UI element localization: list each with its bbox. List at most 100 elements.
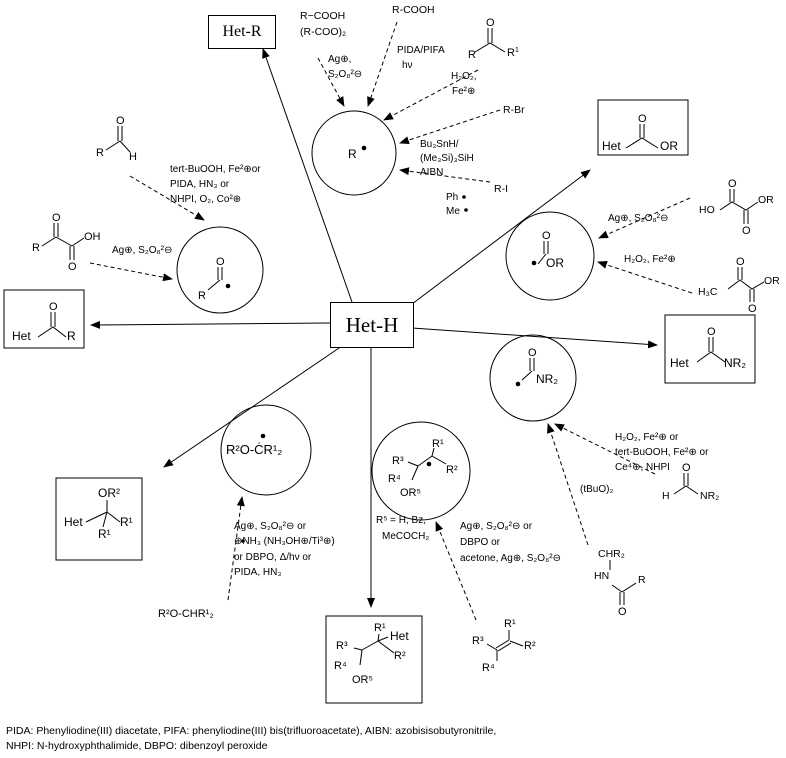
footnote-line-1: PIDA: Phenyliodine(III) diacetate, PIFA:… bbox=[6, 725, 497, 737]
ketone-product-o: O bbox=[49, 301, 58, 313]
alkene-bonds bbox=[486, 630, 524, 661]
ether-radical-dot bbox=[260, 433, 266, 439]
carbamoyl-radical-dot bbox=[515, 381, 521, 387]
ketoacid-bonds bbox=[41, 223, 85, 260]
hydroxyalkyl-conditions-3: acetone, Ag⊕, S₂O₈²⊖ bbox=[460, 553, 561, 564]
pyruvate-conditions: H₂O₂, Fe²⊕ bbox=[624, 254, 676, 265]
ketone-precursor-r: R bbox=[468, 49, 476, 61]
ether-product-or2: OR² bbox=[98, 486, 120, 500]
alkene-r3: R³ bbox=[472, 635, 484, 647]
pyruvate-bonds bbox=[727, 267, 765, 302]
tin-conditions-2: (Me₃Si)₃SiH bbox=[420, 153, 474, 164]
oxalate-o2: O bbox=[742, 225, 751, 237]
acid-conditions-1: Ag⊕, bbox=[328, 54, 352, 65]
acyl-radical-dot bbox=[225, 283, 231, 289]
dashed-ketone-to-alkyl bbox=[383, 69, 479, 121]
pyruvate-o2: O bbox=[748, 303, 757, 315]
hydroxyalkyl-radical-dot bbox=[426, 461, 432, 467]
peroxide-label: (tBuO)₂ bbox=[580, 484, 614, 495]
acyl-radical-bonds bbox=[207, 267, 223, 291]
ether-radical-label: R²O-ĊR¹₂ bbox=[226, 442, 283, 457]
het-r-box: Het-R bbox=[208, 15, 276, 49]
ketoacid-conditions: Ag⊕, S₂O₈²⊖ bbox=[112, 245, 173, 256]
ketone-conditions-1: H₂O₂, bbox=[451, 71, 477, 82]
pyruvate-or: OR bbox=[764, 275, 780, 287]
ether-conditions-1: Ag⊕, S₂O₈²⊖ or bbox=[234, 521, 307, 532]
ketone-precursor-o: O bbox=[486, 17, 495, 29]
ether-product-het: Het bbox=[64, 515, 83, 529]
tin-conditions-1: Bu₃SnH/ bbox=[420, 139, 459, 150]
hydroxyalkyl-r2: R² bbox=[446, 464, 458, 476]
acid-conditions-2: S₂O₈²⊖ bbox=[328, 69, 363, 80]
alkene-r2: R² bbox=[524, 640, 536, 652]
ketoacid-o1: O bbox=[52, 212, 61, 224]
oxalate-bonds bbox=[719, 189, 759, 224]
dashed-rcooh-to-alkyl bbox=[367, 21, 398, 107]
dashed-alkene-to-hydroxyalkyl bbox=[435, 521, 477, 621]
phenyl-radical-dot bbox=[462, 195, 466, 199]
aldehyde-h: H bbox=[129, 151, 137, 163]
rbr-label: R-Br bbox=[503, 104, 525, 116]
alkoxycarbonyl-radical-bonds bbox=[537, 241, 549, 265]
ether-conditions-2: ⊕NH₃ (NH₃OH⊕/Ti³⊕) bbox=[234, 536, 335, 547]
phenyl-radical: Ph bbox=[446, 192, 459, 203]
carbamate-hn: HN bbox=[594, 570, 610, 582]
dashed-formamide-to-carbamoyl bbox=[554, 423, 656, 475]
ri-label: R-I bbox=[494, 183, 508, 195]
alkoxycarbonyl-o: O bbox=[542, 230, 551, 242]
aldehyde-conditions-2: PIDA, HN₃ or bbox=[170, 179, 230, 190]
acid-source-1: R−COOH bbox=[300, 10, 346, 22]
alkoxycarbonyl-or: OR bbox=[546, 256, 564, 270]
ketone-product-box bbox=[3, 289, 85, 349]
ammonium-radical-dot bbox=[241, 539, 245, 543]
carbamoyl-radical-bonds bbox=[521, 358, 535, 381]
pida-conditions-1: PIDA/PIFA bbox=[397, 45, 445, 56]
hydroxyalkyl-r1: R¹ bbox=[432, 438, 444, 450]
methyl-radical-dot bbox=[464, 208, 468, 212]
ester-product-or: OR bbox=[660, 139, 678, 153]
rcooh-label: R-COOH bbox=[392, 4, 435, 16]
ether-product-r1a: R¹ bbox=[120, 515, 133, 529]
alcohol-product-box bbox=[325, 615, 423, 704]
footnote-line-2: NHPI: N-hydroxyphthalimide, DBPO: dibenz… bbox=[6, 740, 268, 752]
ester-product-o: O bbox=[638, 113, 647, 125]
dashed-rbr-to-alkyl bbox=[399, 109, 501, 144]
hydroxyalkyl-radical-bonds bbox=[407, 447, 447, 481]
alkyl-radical-dot bbox=[361, 145, 367, 151]
formamide-bonds bbox=[673, 473, 699, 495]
formamide-h: H bbox=[662, 490, 670, 502]
ester-product-box bbox=[597, 99, 689, 156]
carbamoyl-radical-circle bbox=[489, 334, 577, 422]
ether-conditions-3: or DBPO, Δ/hν or bbox=[234, 552, 312, 563]
ether-precursor: R²O-CHR¹₂ bbox=[158, 608, 214, 620]
alkoxycarbonyl-radical-dot bbox=[531, 260, 537, 266]
pida-conditions-2: hν bbox=[402, 60, 413, 71]
hydroxyalkyl-conditions-2: DBPO or bbox=[460, 537, 501, 548]
carbamoyl-conditions-2: tert-BuOOH, Fe²⊕ or bbox=[615, 447, 709, 458]
dashed-ether-to-ether-radical bbox=[227, 496, 245, 601]
tin-conditions-3: AIBN bbox=[420, 167, 444, 178]
oxalate-conditions: Ag⊕, S₂O₈²⊖ bbox=[608, 213, 669, 224]
het-r-label: Het-R bbox=[222, 23, 262, 40]
ketone-conditions-2: Fe²⊕ bbox=[452, 86, 476, 97]
het-h-label: Het-H bbox=[345, 312, 399, 337]
ether-product-r1b: R¹ bbox=[98, 527, 111, 541]
acyl-radical-circle bbox=[176, 226, 264, 314]
carbamoyl-conditions-3: Ce⁴⊕, NHPI bbox=[615, 462, 670, 473]
dashed-oxalate-to-ester-radical bbox=[598, 197, 691, 239]
carbamate-bonds bbox=[609, 560, 637, 605]
acyl-radical-r: R bbox=[198, 290, 206, 302]
ketone-product-r: R bbox=[67, 329, 76, 343]
hydroxyalkyl-radical-circle bbox=[371, 421, 471, 521]
dashed-pyruvate-to-ester-radical bbox=[597, 261, 693, 294]
hydroxyalkyl-r4: R⁴ bbox=[388, 473, 401, 485]
ether-conditions-4: PIDA, HN₃ bbox=[234, 567, 282, 578]
ester-product-bonds bbox=[625, 124, 659, 149]
acyl-radical-o: O bbox=[216, 256, 225, 268]
amide-product-bonds bbox=[696, 337, 726, 363]
carbamoyl-conditions-1: H₂O₂, Fe²⊕ or bbox=[615, 432, 679, 443]
r5-definition-2: MeCOCH₂ bbox=[382, 531, 430, 542]
dashed-acid-to-alkyl bbox=[317, 57, 345, 107]
alcohol-product-r4: R⁴ bbox=[334, 660, 347, 672]
ketone-precursor-bonds bbox=[474, 28, 506, 53]
